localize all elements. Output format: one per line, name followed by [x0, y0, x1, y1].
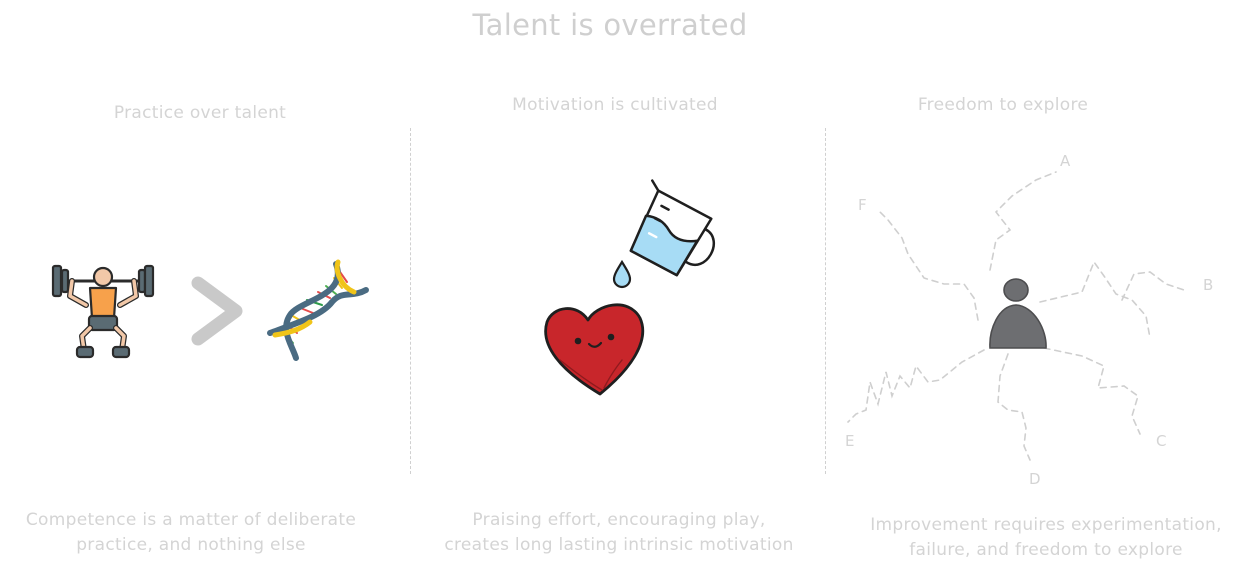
dna-icon	[267, 259, 369, 361]
column-title-motivation: Motivation is cultivated	[512, 95, 718, 115]
column-title-practice: Practice over talent	[113, 103, 287, 123]
path-label-a: A	[1060, 152, 1071, 170]
caption-freedom: Improvement requires experimentation, fa…	[850, 513, 1242, 563]
watering-jug-icon	[629, 179, 716, 277]
person-icon	[989, 278, 1047, 349]
path-label-d: D	[1029, 470, 1041, 488]
exploration-paths	[847, 171, 1185, 461]
smiling-heart-icon	[544, 303, 645, 396]
caption-freedom-line-2: failure, and freedom to explore	[909, 540, 1183, 560]
page-title: Talent is overrated	[472, 8, 748, 42]
caption-motivation-line-2: creates long lasting intrinsic motivatio…	[444, 535, 794, 555]
caption-freedom-line-1: Improvement requires experimentation,	[870, 515, 1222, 535]
caption-motivation: Praising effort, encouraging play, creat…	[418, 508, 820, 558]
column-divider-1	[410, 128, 411, 474]
path-label-f: F	[858, 196, 867, 214]
water-drop-icon	[612, 259, 632, 289]
caption-practice-line-1: Competence is a matter of deliberate	[25, 510, 357, 530]
greater-than-icon	[191, 276, 243, 346]
path-label-e: E	[845, 432, 854, 450]
caption-practice-line-2: practice, and nothing else	[76, 535, 306, 555]
path-label-c: C	[1156, 432, 1166, 450]
caption-practice: Competence is a matter of deliberate pra…	[0, 508, 382, 558]
caption-motivation-line-1: Praising effort, encouraging play,	[472, 510, 766, 530]
column-title-freedom: Freedom to explore	[917, 95, 1089, 115]
column-divider-2	[825, 128, 826, 474]
path-label-b: B	[1203, 276, 1213, 294]
weightlifter-icon	[51, 264, 155, 359]
